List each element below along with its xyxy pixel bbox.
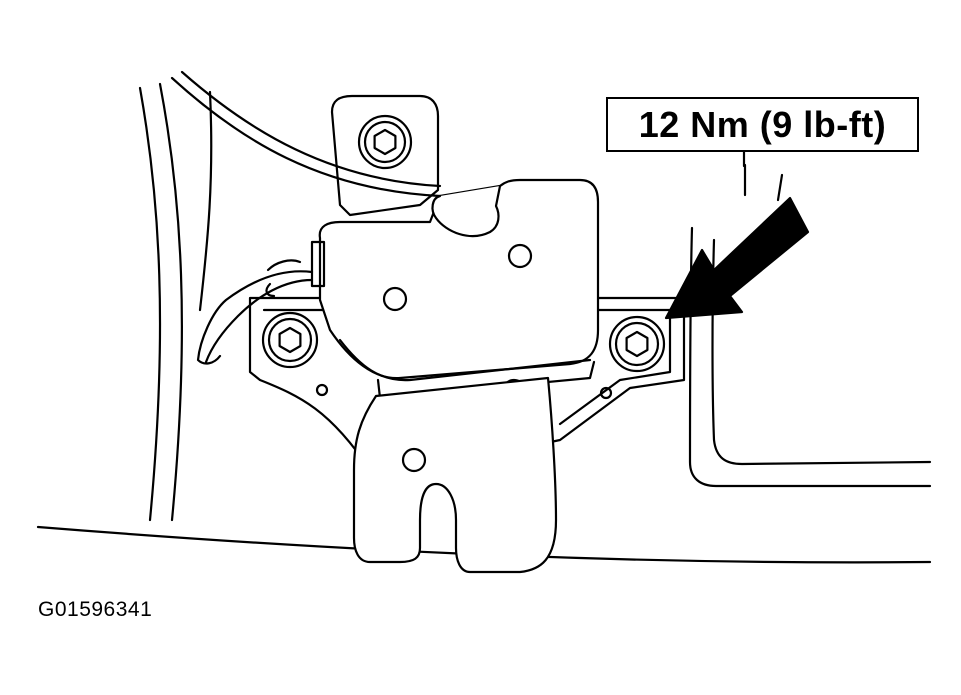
mounting-plate — [248, 296, 686, 472]
latch-claw[interactable] — [352, 376, 558, 574]
body-panel-left — [138, 82, 213, 522]
figure-id-label: G01596341 — [38, 598, 153, 621]
wiring-harness — [196, 270, 314, 365]
wiring-harness — [204, 278, 314, 364]
wiring-harness — [265, 259, 302, 298]
plate-hole — [315, 383, 329, 397]
torque-spec-callout: 12 Nm (9 lb-ft) — [606, 97, 919, 152]
plate-hole — [599, 386, 613, 400]
cable-connector — [431, 184, 502, 238]
latch-body-edge — [338, 338, 592, 382]
release-cable-outer — [180, 70, 442, 188]
torque-spec-label: 12 Nm (9 lb-ft) — [638, 103, 887, 145]
hex-bolt-icon — [261, 311, 319, 369]
arrow-icon — [664, 196, 810, 320]
upper-bracket — [330, 94, 440, 217]
body-panel-right — [688, 163, 932, 488]
release-cable — [170, 76, 442, 198]
hex-bolt-icon — [357, 114, 413, 170]
hex-bolt-icon — [608, 315, 666, 373]
latch-hole — [401, 447, 427, 473]
latch-hole — [382, 286, 408, 312]
latch-hole — [507, 243, 533, 269]
electrical-connector — [310, 240, 326, 288]
